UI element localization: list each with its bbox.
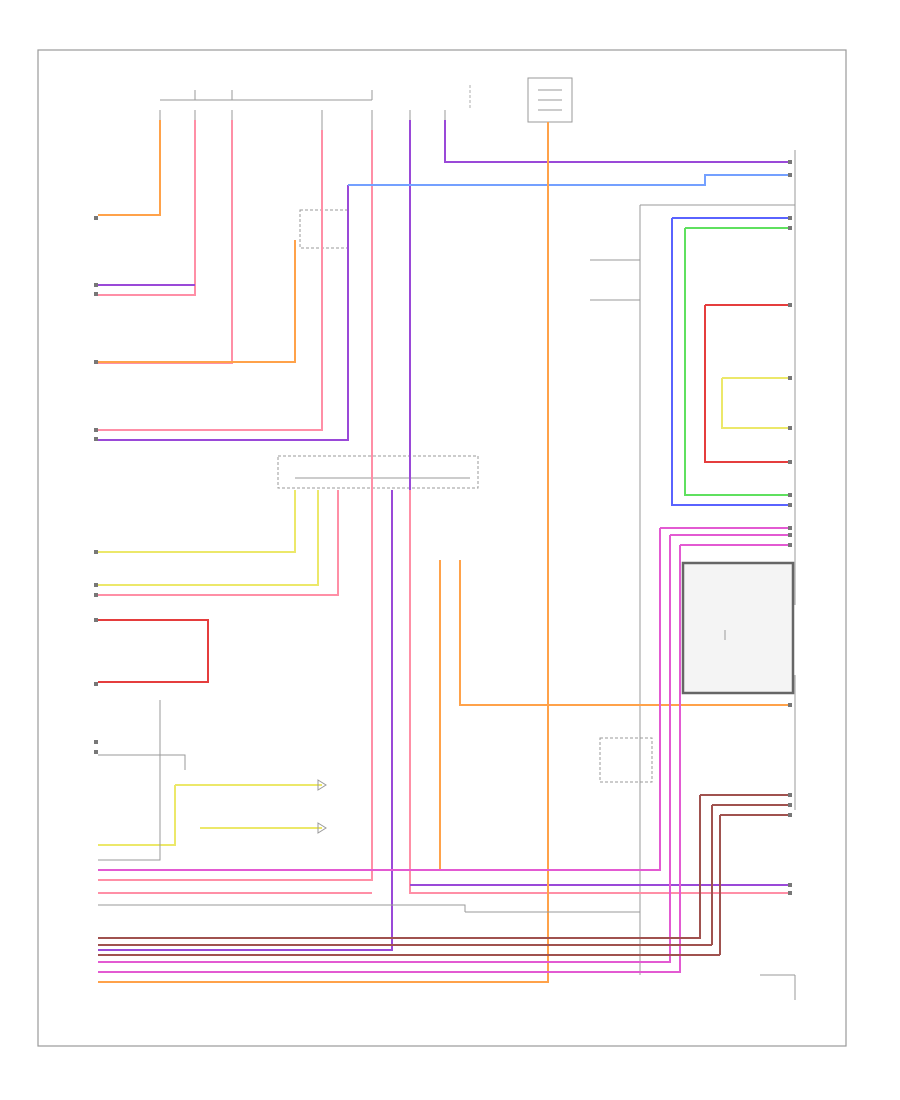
wire-pink-2 <box>98 120 233 364</box>
wire-brown-3 <box>98 814 790 956</box>
wire-pink-3 <box>98 130 323 431</box>
wire-orange-3 <box>98 122 549 983</box>
wire-blue <box>671 217 790 506</box>
ground-symbol-icon <box>317 779 327 834</box>
top-fuse-block <box>160 77 573 123</box>
wire-orange-1 <box>98 120 161 216</box>
wire-magenta-1 <box>98 527 790 871</box>
wire-red-1 <box>98 619 209 683</box>
upper-mid-junction <box>299 209 349 249</box>
wire-gray-1 <box>98 904 640 913</box>
wire-orange-2 <box>98 240 296 363</box>
center-junction-connector <box>277 455 479 489</box>
wire-magenta-3 <box>98 544 790 973</box>
lower-right-junction <box>599 737 653 783</box>
wire-pink-6 <box>409 490 790 894</box>
right-control-module <box>681 561 795 695</box>
wire-gray-2 <box>98 700 161 861</box>
wire-yellow-4 <box>98 784 322 846</box>
wire-green <box>684 227 790 496</box>
wire-red-2 <box>704 304 790 463</box>
wire-yellow-1 <box>98 490 296 553</box>
wire-yellow-3 <box>721 377 790 429</box>
left-connector-marks <box>94 216 98 754</box>
wire-brown-1 <box>98 794 790 939</box>
right-module-column <box>639 150 796 1000</box>
wire-pink-4 <box>98 130 373 881</box>
wire-violet-4 <box>98 185 349 441</box>
wire-yellow-2 <box>98 490 319 586</box>
wire-gray-3 <box>98 754 186 770</box>
fuse-drops <box>159 110 446 135</box>
wire-pink-1 <box>98 120 196 296</box>
wire-lightblue <box>348 174 790 186</box>
wire-brown-2 <box>98 804 790 946</box>
wire-magenta-2 <box>98 534 790 963</box>
wire-gray-4 <box>590 259 640 301</box>
diagram-frame <box>37 49 847 1047</box>
wire-violet-5 <box>98 490 393 951</box>
right-connector-marks <box>788 160 792 895</box>
wire-violet-2 <box>444 120 790 163</box>
wire-pink-5 <box>98 490 339 596</box>
